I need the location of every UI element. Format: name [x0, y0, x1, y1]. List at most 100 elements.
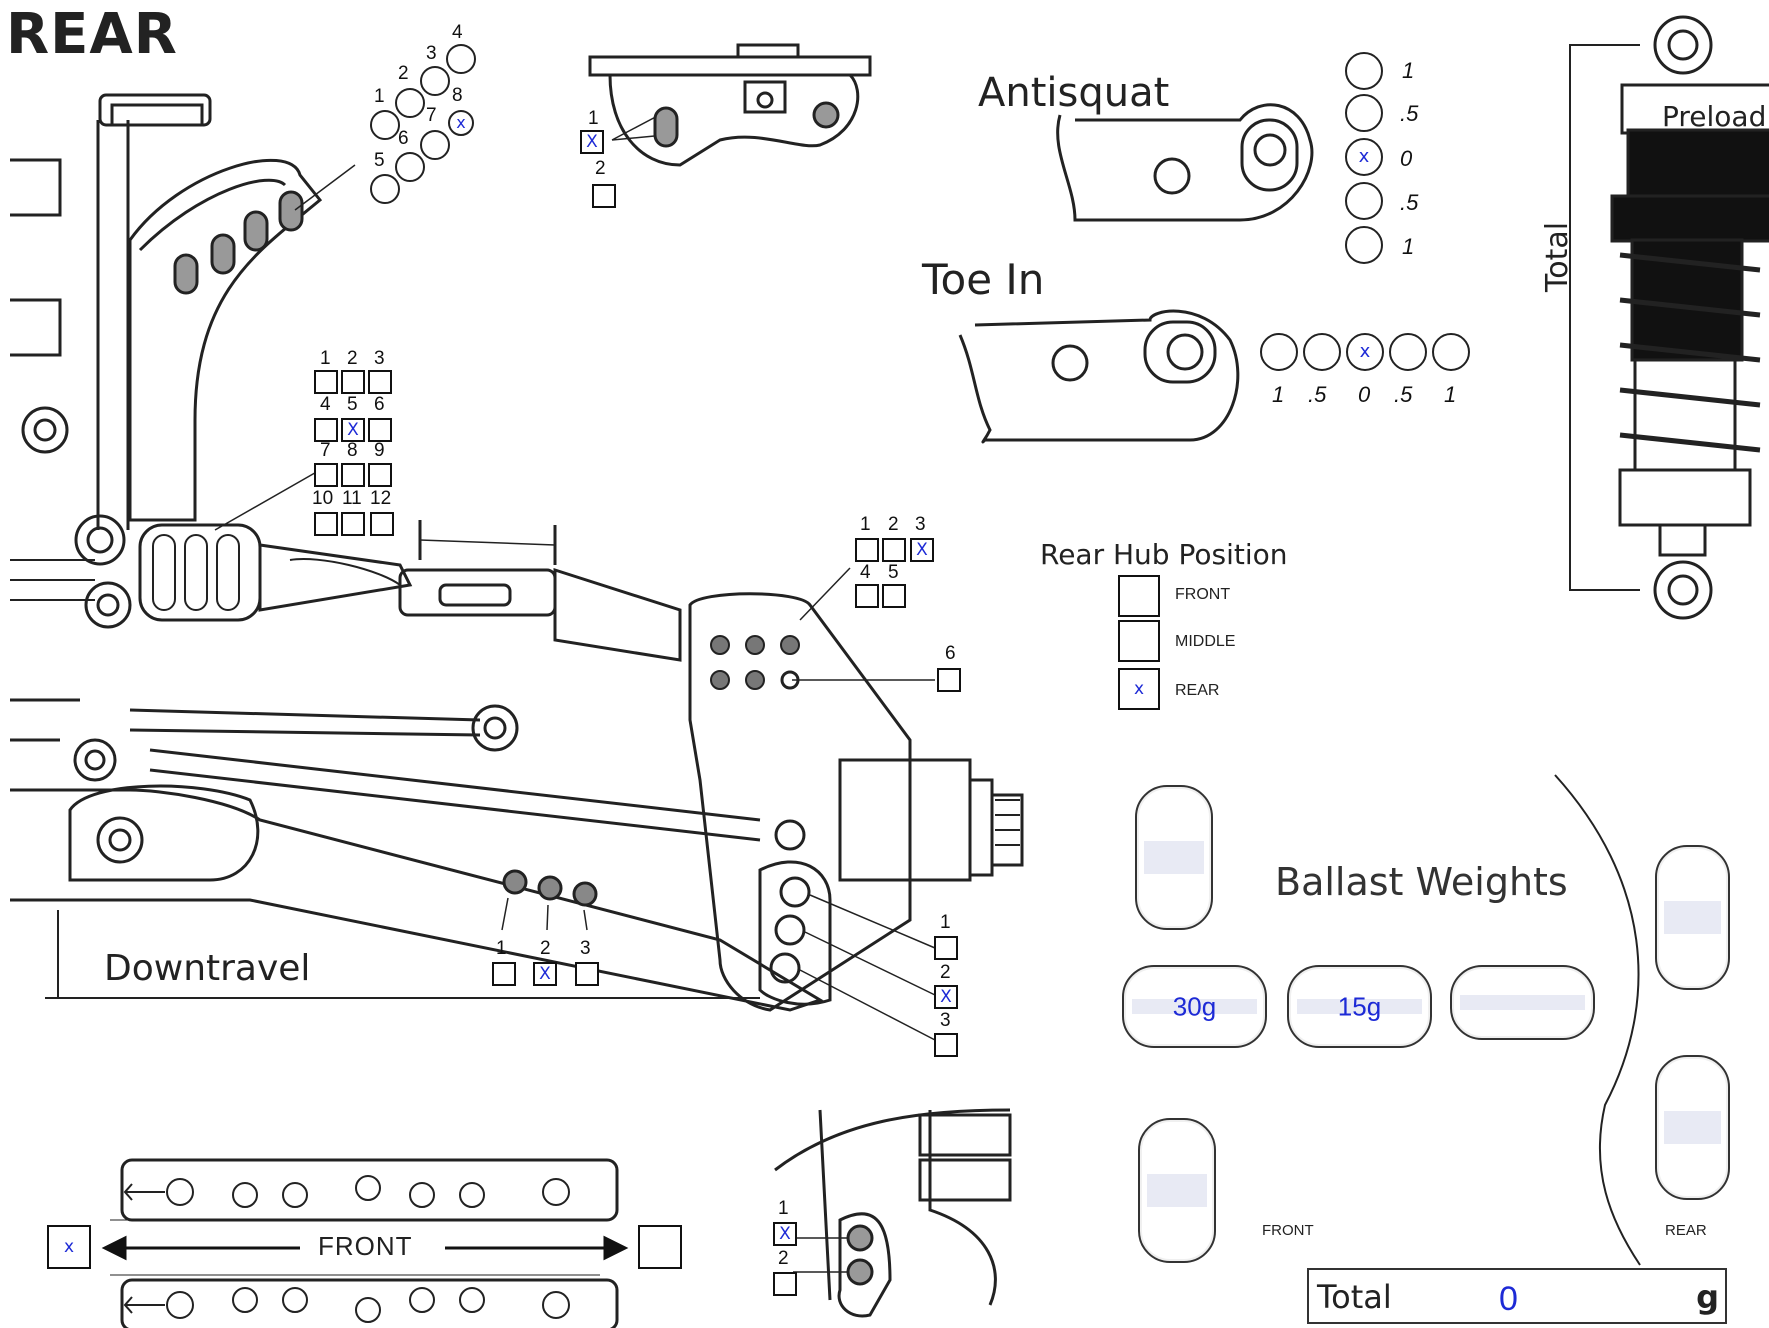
shock-hole-label-7: 7 [426, 105, 437, 126]
shock-hole-label-2: 2 [398, 63, 409, 84]
camber-inner-label-1: 1 [320, 348, 331, 369]
camber-outer-option-2[interactable] [882, 538, 906, 562]
ballast-slot-rear-top[interactable] [1655, 845, 1730, 990]
rear-hub-rear-label: REAR [1175, 682, 1220, 699]
toe-in-option-5[interactable] [1432, 333, 1470, 371]
arm-hole-label-3: 3 [580, 938, 591, 959]
shock-hole-4[interactable] [446, 44, 476, 74]
camber-outer-label-6: 6 [945, 643, 956, 664]
antisquat-option-3[interactable]: x [1345, 138, 1383, 176]
camber-inner-option-9[interactable] [368, 463, 392, 487]
ballast-slot-middle-1-value: 30g [1172, 991, 1217, 1021]
shock-total-label: Total [1540, 221, 1575, 292]
ballast-total-box: Total 0 g [1307, 1268, 1727, 1324]
top-bracket-option-2[interactable] [592, 184, 616, 208]
hub-hole-option-3[interactable] [934, 1033, 958, 1057]
shock-preload-label: Preload [1662, 100, 1767, 133]
camber-outer-label-5: 5 [888, 562, 899, 583]
ballast-total-unit: g [1696, 1278, 1719, 1316]
hub-hole-option-1[interactable] [934, 936, 958, 960]
camber-inner-option-10[interactable] [314, 512, 338, 536]
chassis-front-label: FRONT [318, 1231, 413, 1261]
hub-hole-option-2[interactable]: X [934, 985, 958, 1009]
antisquat-label-4: .5 [1400, 190, 1419, 215]
shock-hole-7[interactable] [420, 130, 450, 160]
toe-in-label-1: 1 [1272, 382, 1285, 407]
camber-inner-label-3: 3 [374, 348, 385, 369]
antisquat-option-2[interactable] [1345, 94, 1383, 132]
camber-inner-option-5[interactable]: X [341, 418, 365, 442]
camber-inner-option-8[interactable] [341, 463, 365, 487]
chassis-right-checkbox[interactable] [638, 1225, 682, 1269]
lower-bracket-option-1[interactable]: X [773, 1222, 797, 1246]
rear-hub-front-checkbox[interactable] [1118, 575, 1160, 617]
antisquat-label-2: .5 [1400, 101, 1419, 126]
toe-in-label-3: 0 [1358, 382, 1371, 407]
camber-inner-label-4: 4 [320, 394, 331, 415]
chassis-left-checkbox[interactable]: x [47, 1225, 91, 1269]
page-title: REAR [6, 2, 178, 67]
ballast-total-label: Total [1317, 1278, 1392, 1316]
arm-hole-option-2[interactable]: X [533, 962, 557, 986]
camber-inner-label-7: 7 [320, 440, 331, 461]
camber-inner-option-1[interactable] [314, 370, 338, 394]
ballast-front-label: FRONT [1262, 1222, 1314, 1239]
camber-inner-label-2: 2 [347, 348, 358, 369]
antisquat-title: Antisquat [978, 70, 1170, 116]
antisquat-label-5: 1 [1402, 234, 1415, 259]
ballast-slot-middle-3[interactable] [1450, 965, 1595, 1040]
shock-hole-2[interactable] [395, 88, 425, 118]
camber-inner-option-12[interactable] [370, 512, 394, 536]
camber-inner-label-5: 5 [347, 394, 358, 415]
ballast-rear-label: REAR [1665, 1222, 1707, 1239]
arm-hole-option-1[interactable] [492, 962, 516, 986]
camber-outer-option-5[interactable] [882, 584, 906, 608]
ballast-slot-front-top[interactable] [1135, 785, 1213, 930]
antisquat-option-4[interactable] [1345, 182, 1383, 220]
camber-outer-label-1: 1 [860, 514, 871, 535]
camber-inner-option-3[interactable] [368, 370, 392, 394]
rear-hub-middle-checkbox[interactable] [1118, 620, 1160, 662]
antisquat-option-5[interactable] [1345, 226, 1383, 264]
camber-outer-option-4[interactable] [855, 584, 879, 608]
camber-inner-label-9: 9 [374, 440, 385, 461]
ballast-slot-middle-2[interactable]: 15g [1287, 965, 1432, 1048]
toe-in-option-2[interactable] [1303, 333, 1341, 371]
toe-in-option-4[interactable] [1389, 333, 1427, 371]
camber-outer-option-3[interactable]: X [910, 538, 934, 562]
top-bracket-label-1: 1 [588, 108, 599, 129]
camber-inner-label-12: 12 [370, 488, 392, 509]
camber-outer-option-6[interactable] [937, 668, 961, 692]
camber-inner-option-6[interactable] [368, 418, 392, 442]
camber-inner-option-4[interactable] [314, 418, 338, 442]
camber-outer-option-1[interactable] [855, 538, 879, 562]
camber-inner-label-6: 6 [374, 394, 385, 415]
shock-hole-1[interactable] [370, 110, 400, 140]
shock-hole-6[interactable] [395, 152, 425, 182]
shock-hole-3[interactable] [420, 66, 450, 96]
ballast-slot-middle-1[interactable]: 30g [1122, 965, 1267, 1048]
shock-hole-label-6: 6 [398, 128, 409, 149]
toe-in-label-4: .5 [1394, 382, 1413, 407]
hub-hole-label-3: 3 [940, 1010, 951, 1031]
toe-in-option-1[interactable] [1260, 333, 1298, 371]
shock-hole-5[interactable] [370, 174, 400, 204]
antisquat-option-1[interactable] [1345, 52, 1383, 90]
ballast-slot-rear-bottom[interactable] [1655, 1055, 1730, 1200]
arm-hole-label-1: 1 [496, 938, 507, 959]
shock-hole-8[interactable]: x [448, 110, 474, 136]
ballast-slot-front-bottom[interactable] [1138, 1118, 1216, 1263]
camber-inner-option-11[interactable] [341, 512, 365, 536]
camber-inner-option-7[interactable] [314, 463, 338, 487]
toe-in-option-3[interactable]: x [1346, 333, 1384, 371]
toe-in-title: Toe In [922, 255, 1045, 304]
shock-hole-label-3: 3 [426, 43, 437, 64]
arm-hole-option-3[interactable] [575, 962, 599, 986]
ballast-slot-middle-2-value: 15g [1337, 991, 1382, 1021]
shock-hole-label-4: 4 [452, 22, 463, 43]
camber-inner-option-2[interactable] [341, 370, 365, 394]
lower-bracket-option-2[interactable] [773, 1272, 797, 1296]
top-bracket-option-1[interactable]: X [580, 130, 604, 154]
rear-hub-rear-checkbox[interactable]: x [1118, 668, 1160, 710]
